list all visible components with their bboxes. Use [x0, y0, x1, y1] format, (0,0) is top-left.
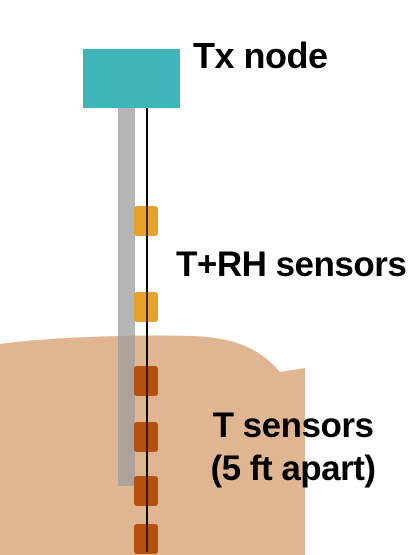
t-sensor	[134, 422, 158, 452]
t-sensor	[134, 524, 158, 554]
trh-sensor	[134, 206, 158, 236]
t-sensors-label-line2: (5 ft apart)	[210, 449, 376, 488]
t-sensors-label: T sensors (5 ft apart)	[203, 404, 383, 490]
tx-node-label: Tx node	[193, 35, 328, 76]
tx-node-box	[83, 49, 180, 108]
t-sensor	[134, 476, 158, 506]
trh-sensors-label: T+RH sensors	[176, 245, 407, 284]
trh-sensor	[134, 292, 158, 322]
t-sensor	[134, 366, 158, 396]
support-pole	[118, 106, 135, 486]
t-sensors-label-line1: T sensors	[212, 406, 374, 445]
